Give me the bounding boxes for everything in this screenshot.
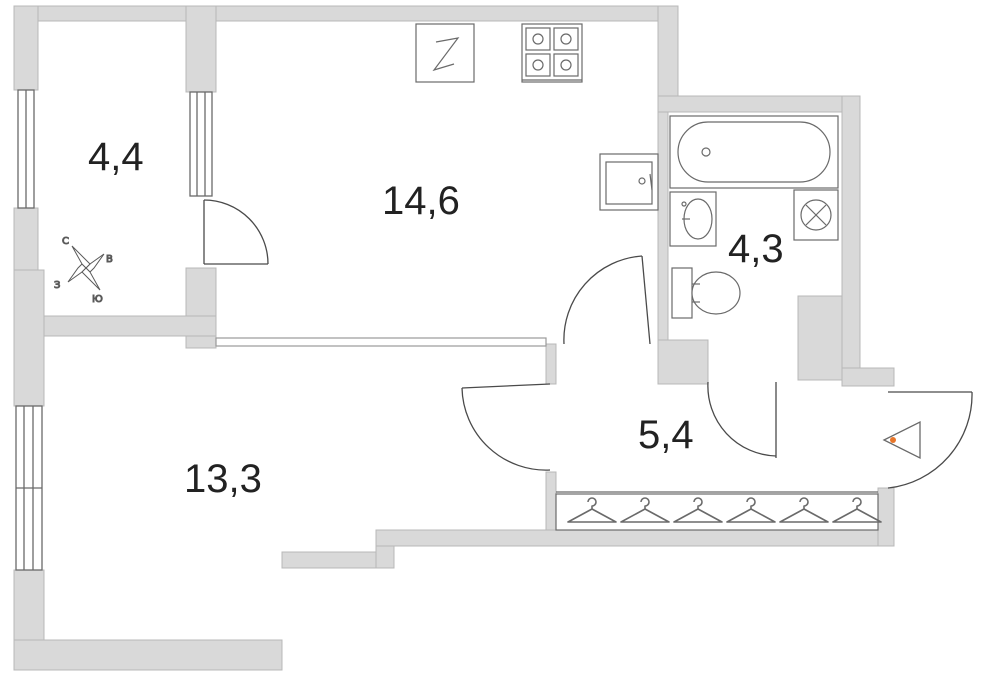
compass-east: В: [106, 254, 113, 265]
door-entrance: [887, 391, 973, 489]
hanger-icon: [779, 497, 829, 523]
bathtub-icon: [669, 115, 839, 189]
wardrobe: [555, 491, 879, 531]
compass-south: Ю: [92, 294, 103, 305]
doors: [203, 199, 973, 489]
hanger-icon: [832, 497, 882, 523]
washbasin-icon: [669, 191, 717, 247]
room-area-bathroom: 4,3: [728, 227, 784, 271]
compass-north: С: [62, 236, 69, 247]
room-area-bedroom: 13,3: [184, 457, 262, 501]
door-kitchen: [563, 255, 651, 345]
kitchen-bedroom-partition: [215, 337, 547, 347]
kitchen-fixtures: [415, 23, 659, 211]
compass-rose-icon: С В Ю З: [54, 236, 114, 306]
toilet-icon: [671, 267, 741, 319]
hanger-icon: [673, 497, 723, 523]
room-area-hallway: 5,4: [638, 413, 694, 457]
room-area-loggia: 4,4: [88, 135, 144, 179]
hanger-icon: [726, 497, 776, 523]
entrance-marker-icon: [882, 420, 921, 460]
door-bedroom: [461, 383, 551, 471]
walls: [13, 5, 895, 671]
door-loggia: [203, 199, 269, 265]
compass-west: З: [54, 280, 60, 291]
kitchen-sink-icon: [599, 153, 659, 211]
bathroom-fixtures: [669, 115, 839, 319]
stove-icon: [521, 23, 583, 83]
door-bathroom: [707, 381, 777, 458]
area-labels: 4,4 14,6 4,3 5,4 13,3: [88, 135, 784, 501]
hanger-icon: [620, 497, 670, 523]
room-area-kitchen-living: 14,6: [382, 179, 460, 223]
window-loggia-kitchen: [189, 91, 213, 197]
ventilation-icon: [793, 189, 839, 241]
hanger-icon: [567, 497, 617, 523]
fridge-icon: [415, 23, 475, 83]
hanger-icons: [567, 497, 882, 523]
windows: [15, 89, 213, 571]
